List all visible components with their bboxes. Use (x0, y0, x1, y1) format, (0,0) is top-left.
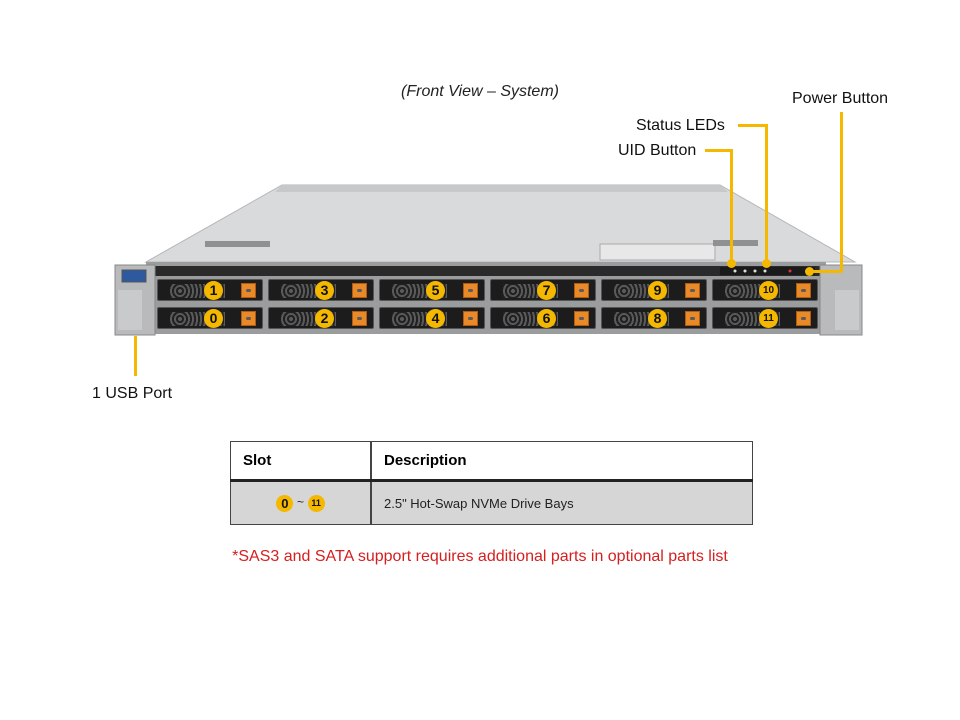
drive-bay[interactable]: 5 (379, 279, 485, 301)
status-leds-label: Status LEDs (636, 117, 725, 134)
uid-button-marker (727, 259, 736, 268)
slot-cell: 0 ~ 11 (230, 480, 372, 525)
power-button-label: Power Button (792, 90, 889, 107)
drive-bay[interactable]: 8 (601, 307, 707, 329)
power-button-marker (805, 267, 814, 276)
bay-number-badge: 7 (537, 281, 556, 300)
slot-description-table: Slot Description 0 ~ 11 2.5" Hot-Swap NV… (230, 441, 753, 525)
bay-number-badge: 1 (204, 281, 223, 300)
drive-release-latch[interactable] (685, 311, 700, 326)
drive-bay[interactable]: 6 (490, 307, 596, 329)
status-leds-leader (738, 124, 767, 127)
drive-bay[interactable]: 1 (157, 279, 263, 301)
drive-bay[interactable]: 11 (712, 307, 818, 329)
drive-release-latch[interactable] (796, 311, 811, 326)
power-button-leader (840, 112, 843, 272)
bay-number-badge: 11 (759, 309, 778, 328)
bay-number-badge: 3 (315, 281, 334, 300)
bay-number-badge: 4 (426, 309, 445, 328)
bay-number-badge: 6 (537, 309, 556, 328)
bay-number-badge: 9 (648, 281, 667, 300)
drive-release-latch[interactable] (463, 283, 478, 298)
bay-number-badge: 10 (759, 281, 778, 300)
drive-bay[interactable]: 3 (268, 279, 374, 301)
drive-bay[interactable]: 10 (712, 279, 818, 301)
slot-badge-start: 0 (276, 494, 294, 512)
usb-port-label: 1 USB Port (92, 385, 173, 402)
drive-release-latch[interactable] (241, 311, 256, 326)
lid-label (599, 243, 716, 261)
table-row: 0 ~ 11 2.5" Hot-Swap NVMe Drive Bays (230, 480, 753, 525)
column-header-description: Description (371, 441, 753, 482)
bay-number-badge: 5 (426, 281, 445, 300)
support-note: *SAS3 and SATA support requires addition… (232, 548, 728, 565)
chassis-lid (144, 184, 857, 263)
drive-bay[interactable]: 7 (490, 279, 596, 301)
front-vent-strip (150, 266, 822, 276)
slot-range-separator: ~ (296, 495, 304, 510)
table-header-row: Slot Description (230, 441, 753, 482)
drive-release-latch[interactable] (352, 311, 367, 326)
drive-release-latch[interactable] (574, 311, 589, 326)
drive-release-latch[interactable] (463, 311, 478, 326)
bay-number-badge: 8 (648, 309, 667, 328)
drive-bay[interactable]: 0 (157, 307, 263, 329)
usb-port-leader (134, 336, 137, 376)
bay-number-badge: 0 (204, 309, 223, 328)
status-leds-marker (762, 259, 771, 268)
drive-bay[interactable]: 2 (268, 307, 374, 329)
uid-button-leader (705, 149, 732, 152)
drive-release-latch[interactable] (352, 283, 367, 298)
drive-bay[interactable]: 9 (601, 279, 707, 301)
drive-release-latch[interactable] (574, 283, 589, 298)
column-header-slot: Slot (230, 441, 372, 482)
bay-number-badge: 2 (315, 309, 334, 328)
drive-bay[interactable]: 4 (379, 307, 485, 329)
description-cell: 2.5" Hot-Swap NVMe Drive Bays (371, 480, 753, 525)
lid-edge (275, 185, 728, 192)
slot-badge-end: 11 (307, 494, 325, 512)
usb-port (121, 269, 147, 283)
drive-release-latch[interactable] (796, 283, 811, 298)
lid-label-strip (205, 241, 270, 247)
figure-caption: (Front View – System) (401, 83, 559, 100)
drive-release-latch[interactable] (241, 283, 256, 298)
drive-release-latch[interactable] (685, 283, 700, 298)
control-panel (720, 267, 815, 275)
uid-button-label: UID Button (618, 142, 697, 159)
